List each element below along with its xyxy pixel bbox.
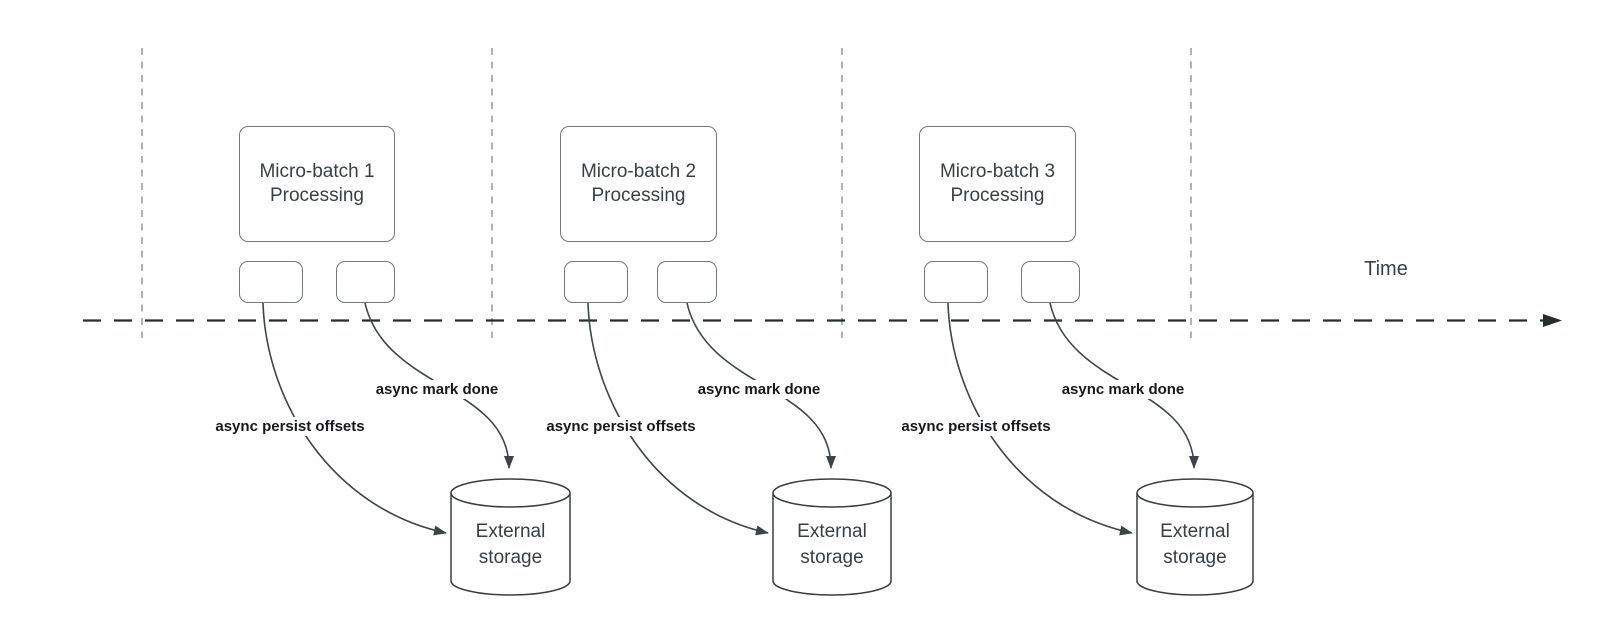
mark-done-task-box-3 (1021, 261, 1080, 303)
mark-done-label-1: async mark done (337, 380, 537, 399)
persist-offsets-task-box-2 (564, 261, 628, 303)
persist-offsets-label-3: async persist offsets (876, 417, 1076, 436)
external-storage-cylinder-2 (772, 478, 892, 596)
persist-offsets-arrow-1 (262, 302, 447, 536)
mark-done-label-3: async mark done (1023, 380, 1223, 399)
micro-batch-3-processing-label: Micro-batch 3 Processing (939, 160, 1056, 206)
mark-done-label-2: async mark done (659, 380, 859, 399)
external-storage-cylinder-3 (1136, 478, 1254, 596)
persist-offsets-arrow-2 (587, 302, 769, 536)
micro-batch-3-processing-box: Micro-batch 3 Processing (919, 126, 1076, 242)
mark-done-task-box-1 (336, 261, 395, 303)
mark-done-task-box-2 (657, 261, 717, 303)
micro-batch-1-processing-label: Micro-batch 1 Processing (259, 160, 375, 206)
external-storage-label-2: External storage (797, 521, 867, 568)
persist-offsets-task-box-3 (924, 261, 988, 303)
micro-batch-1-processing-box: Micro-batch 1 Processing (239, 126, 395, 242)
external-storage-label-3: External storage (1160, 521, 1230, 568)
micro-batch-2-processing-label: Micro-batch 2 Processing (580, 160, 697, 206)
external-storage-cylinder-1 (450, 478, 571, 596)
external-storage-label-1: External storage (475, 521, 546, 568)
micro-batch-2-processing-box: Micro-batch 2 Processing (560, 126, 717, 242)
persist-offsets-arrow-3 (947, 302, 1133, 536)
persist-offsets-task-box-1 (239, 261, 303, 303)
time-axis-label: Time (1364, 258, 1408, 280)
persist-offsets-label-1: async persist offsets (190, 417, 390, 436)
persist-offsets-label-2: async persist offsets (521, 417, 721, 436)
